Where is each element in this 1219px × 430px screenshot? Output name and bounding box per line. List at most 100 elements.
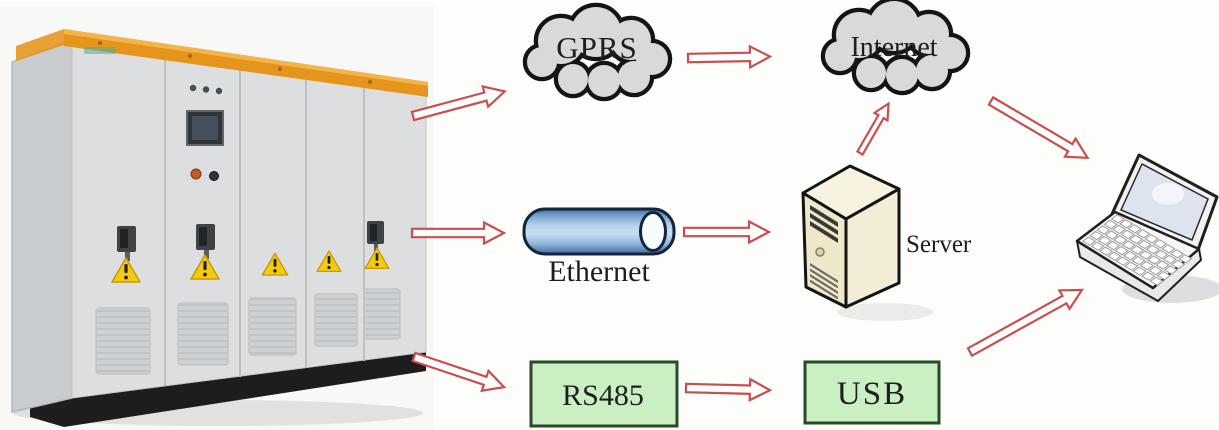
indicator-lights (189, 84, 223, 95)
pipe-opening (639, 211, 667, 252)
gprs-cloud: GPRS (526, 6, 669, 98)
laptop-key (1155, 260, 1170, 270)
arrow-server-to-internet (855, 101, 890, 157)
laptop-key (1098, 246, 1113, 256)
laptop-key (1144, 234, 1159, 244)
laptop-key (1156, 270, 1171, 281)
laptop-key (1131, 255, 1146, 266)
ethernet-pipe: Ethernet (522, 207, 676, 288)
warning-triangle-icon (316, 250, 342, 272)
warning-triangle-icon (364, 247, 390, 269)
flow-arrows (410, 44, 1090, 402)
laptop-key (1130, 245, 1145, 255)
pipe-cylinder (522, 207, 676, 256)
laptop (1075, 153, 1219, 303)
door-handle (196, 224, 215, 259)
arrow-internet-to-laptop (987, 95, 1090, 160)
arrow-ethernet-to-server (682, 219, 772, 245)
inverter-cabinet-photo (0, 6, 434, 430)
arrow-gprs-to-internet (686, 44, 773, 70)
laptop-key (1171, 259, 1186, 270)
laptop-key (1096, 225, 1111, 235)
warning-triangle-icon (261, 252, 289, 276)
arrow-cabinet-to-ethernet (410, 220, 507, 246)
cabinet-top-rail-left (16, 29, 64, 61)
laptop-key (1164, 265, 1178, 275)
laptop-key (1107, 251, 1122, 261)
power-button (209, 171, 219, 181)
laptop-key (1162, 254, 1177, 265)
laptop-key (1106, 240, 1121, 251)
arrow-cabinet-to-gprs (410, 84, 508, 122)
laptop-key (1129, 234, 1143, 245)
laptop-key (1119, 219, 1134, 229)
laptop-keyboard-keys (1082, 214, 1193, 286)
laptop-key (1138, 250, 1153, 260)
laptop-key (1139, 260, 1154, 271)
vent-grilles (95, 288, 401, 375)
laptop-key (1154, 249, 1169, 260)
server-side-face (844, 187, 901, 309)
server-label: Server (906, 231, 972, 258)
laptop-key (1123, 250, 1138, 261)
laptop-key (1132, 266, 1147, 276)
usb-rect (803, 360, 941, 425)
arrow-usb-to-laptop (966, 288, 1085, 358)
arrow-cabinet-to-rs485 (411, 351, 507, 393)
laptop-key (1104, 230, 1119, 240)
usb-label: USB (837, 376, 907, 412)
gprs-label: GPRS (556, 30, 638, 65)
warning-triangle-icons (111, 247, 390, 283)
laptop-key (1127, 224, 1142, 234)
brand-logo (84, 47, 116, 54)
usb-box: USB (803, 360, 941, 425)
server-vents (810, 263, 838, 300)
laptop-key (1148, 265, 1163, 276)
laptop-key (1114, 245, 1129, 256)
rs485-rect (529, 360, 679, 428)
laptop-key (1115, 256, 1130, 266)
laptop-key (1110, 214, 1125, 224)
hmi-display-screen (192, 116, 218, 140)
laptop-key (1141, 271, 1156, 281)
laptop-key (1178, 254, 1193, 264)
laptop-key (1113, 235, 1128, 245)
rail-screws (97, 40, 373, 85)
laptop-key (1137, 239, 1152, 250)
laptop-key (1121, 240, 1136, 250)
rs485-label: RS485 (562, 379, 644, 412)
door-handle (117, 226, 136, 261)
screen-glare (1152, 183, 1184, 205)
ethernet-label: Ethernet (548, 255, 650, 288)
cabinet-control-panel (186, 84, 224, 181)
door-handles (117, 221, 384, 261)
laptop-key (1120, 229, 1135, 240)
server-drive-bays (810, 205, 838, 243)
emergency-button (190, 168, 202, 180)
cabinet-side-panel (11, 38, 73, 413)
laptop-key (1149, 276, 1164, 286)
laptop-key (1124, 261, 1139, 271)
server-tower: Server (801, 164, 972, 321)
laptop-key (1097, 235, 1112, 246)
server-power-button (815, 247, 825, 257)
laptop-key (1112, 224, 1127, 235)
laptop-key (1145, 244, 1160, 255)
internet-cloud: Internet (824, 0, 967, 92)
laptop-key (1161, 244, 1176, 254)
warning-triangle-icon (111, 257, 141, 283)
server-shadow (837, 303, 933, 321)
door-handle (367, 221, 384, 252)
warning-triangle-icon (190, 254, 220, 280)
laptop-key (1103, 219, 1118, 230)
arrow-rs485-to-usb (684, 377, 773, 402)
laptop-key (1136, 229, 1151, 239)
laptop-key (1082, 236, 1097, 246)
rail-highlight (64, 29, 428, 86)
internet-label: Internet (850, 32, 937, 63)
cabinet-plinth (30, 352, 426, 427)
rs485-box: RS485 (529, 360, 679, 428)
laptop-key (1089, 230, 1104, 241)
